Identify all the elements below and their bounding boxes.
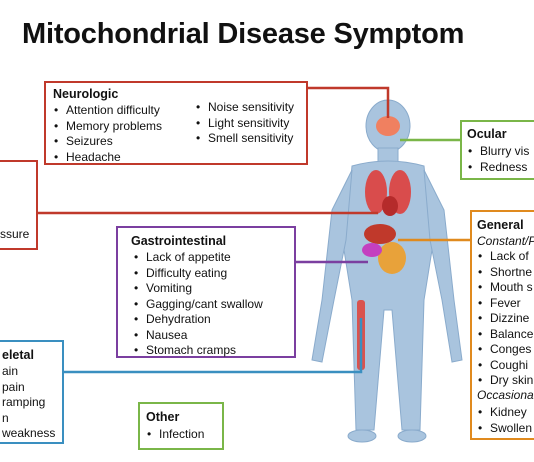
list-item: Redness xyxy=(466,160,529,176)
list-item: Coughi xyxy=(476,358,533,374)
left-partial-box: ssure xyxy=(0,160,38,250)
gastrointestinal-list: Lack of appetite Difficulty eating Vomit… xyxy=(132,250,263,359)
neurologic-heading: Neurologic xyxy=(53,87,119,101)
list-item: Lack of appetite xyxy=(132,250,263,266)
list-item: Shortne xyxy=(476,265,533,281)
skeletal-box: eletal ain pain ramping n weakness xyxy=(0,340,64,444)
list-item: Smell sensitivity xyxy=(194,131,294,147)
list-item: Kidney xyxy=(476,405,532,421)
list-item: Headache xyxy=(52,150,162,166)
list-item: Conges xyxy=(476,342,533,358)
list-item: ramping xyxy=(2,395,46,409)
skeletal-list: ain pain ramping n weakness xyxy=(2,364,55,442)
general-subheading: Constant/P xyxy=(477,234,534,248)
general-box: General Constant/P Lack of Shortne Mouth… xyxy=(470,210,534,440)
general-list: Lack of Shortne Mouth s Fever Dizzine Ba… xyxy=(476,249,533,389)
ocular-heading: Ocular xyxy=(467,127,507,141)
neurologic-list-2: Noise sensitivity Light sensitivity Smel… xyxy=(194,100,294,147)
list-item: pain xyxy=(2,379,25,394)
gastrointestinal-heading: Gastrointestinal xyxy=(131,234,227,248)
list-item: Gagging/cant swallow xyxy=(132,297,263,313)
list-item: Mouth s xyxy=(476,280,533,296)
list-item: Lack of xyxy=(476,249,533,265)
list-item: Seizures xyxy=(52,134,162,150)
list-item: Attention difficulty xyxy=(52,103,162,119)
neurologic-list-1: Attention difficulty Memory problems Sei… xyxy=(52,103,162,165)
other-box: Other Infection xyxy=(138,402,224,450)
list-item: weakness xyxy=(2,426,56,440)
general-subheading-2: Occasiona xyxy=(477,388,534,402)
gastrointestinal-box: Gastrointestinal Lack of appetite Diffic… xyxy=(116,226,296,358)
other-heading: Other xyxy=(146,410,180,424)
list-item: Vomiting xyxy=(132,281,263,297)
list-item: Fever xyxy=(476,296,533,312)
list-item: Light sensitivity xyxy=(194,116,294,132)
skeletal-heading: eletal xyxy=(2,348,34,362)
neurologic-box: Neurologic Attention difficulty Memory p… xyxy=(44,81,308,165)
list-item: Dehydration xyxy=(132,312,263,328)
general-heading: General xyxy=(477,218,524,232)
list-item: Dry skin xyxy=(476,373,533,389)
list-item: Stomach cramps xyxy=(132,343,263,359)
list-item: Infection xyxy=(145,427,204,443)
body-silhouette xyxy=(311,99,463,443)
diagram-title: Mitochondrial Disease Symptom xyxy=(22,18,465,50)
general-list-2: Kidney Swollen xyxy=(476,405,532,436)
list-item: Nausea xyxy=(132,328,263,344)
ocular-list: Blurry vis Redness xyxy=(466,144,529,175)
other-list: Infection xyxy=(145,427,204,443)
list-item: Balance xyxy=(476,327,533,343)
list-item: Dizzine xyxy=(476,311,533,327)
list-item: Blurry vis xyxy=(466,144,529,160)
list-item: Swollen xyxy=(476,421,532,437)
list-item: Memory problems xyxy=(52,119,162,135)
list-item: ain xyxy=(2,364,19,378)
ocular-box: Ocular Blurry vis Redness xyxy=(460,120,534,180)
list-item: Noise sensitivity xyxy=(194,100,294,116)
list-item: n xyxy=(2,410,9,425)
list-item: Difficulty eating xyxy=(132,266,263,282)
left-box-text: ssure xyxy=(0,227,30,241)
